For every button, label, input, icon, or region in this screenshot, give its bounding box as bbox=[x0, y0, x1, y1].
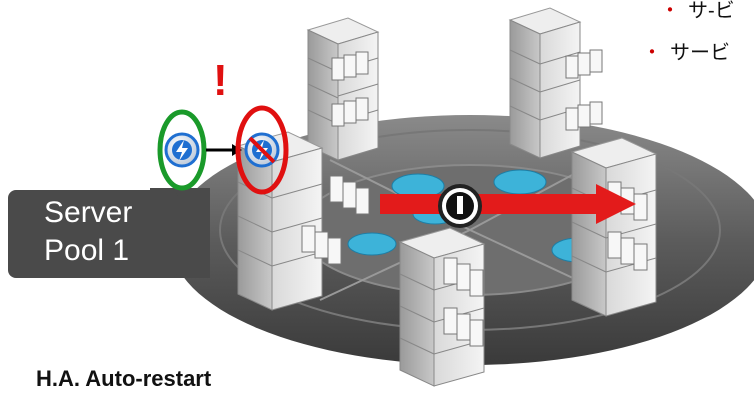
server-rack-icon bbox=[508, 7, 603, 159]
bullet-marker: ・ bbox=[642, 42, 662, 64]
arrow-right-icon bbox=[380, 184, 636, 224]
bullet-item: ・サ-ビ bbox=[660, 0, 735, 23]
server-rack-icon bbox=[236, 131, 370, 311]
pool-label-line2: Pool 1 bbox=[44, 234, 130, 267]
bullet-item: ・サービ bbox=[642, 36, 730, 65]
bullet-text: サ-ビ bbox=[688, 0, 735, 22]
bullet-text: サービ bbox=[670, 42, 730, 64]
power-icon bbox=[438, 184, 482, 228]
server-pool-label: Server Pool 1 bbox=[8, 190, 178, 278]
server-rack-icon bbox=[398, 227, 486, 387]
pad bbox=[493, 169, 547, 195]
server-rack-icon bbox=[306, 17, 380, 161]
failed-vm-icon bbox=[235, 105, 289, 195]
alert-mark: ! bbox=[213, 56, 228, 105]
ha-caption: H.A. Auto-restart bbox=[36, 366, 212, 391]
pool-label-line1: Server bbox=[44, 196, 133, 229]
bullet-marker: ・ bbox=[660, 0, 680, 22]
server-rack-icon bbox=[570, 137, 658, 317]
vm-icon bbox=[157, 109, 207, 191]
pad bbox=[347, 232, 397, 256]
